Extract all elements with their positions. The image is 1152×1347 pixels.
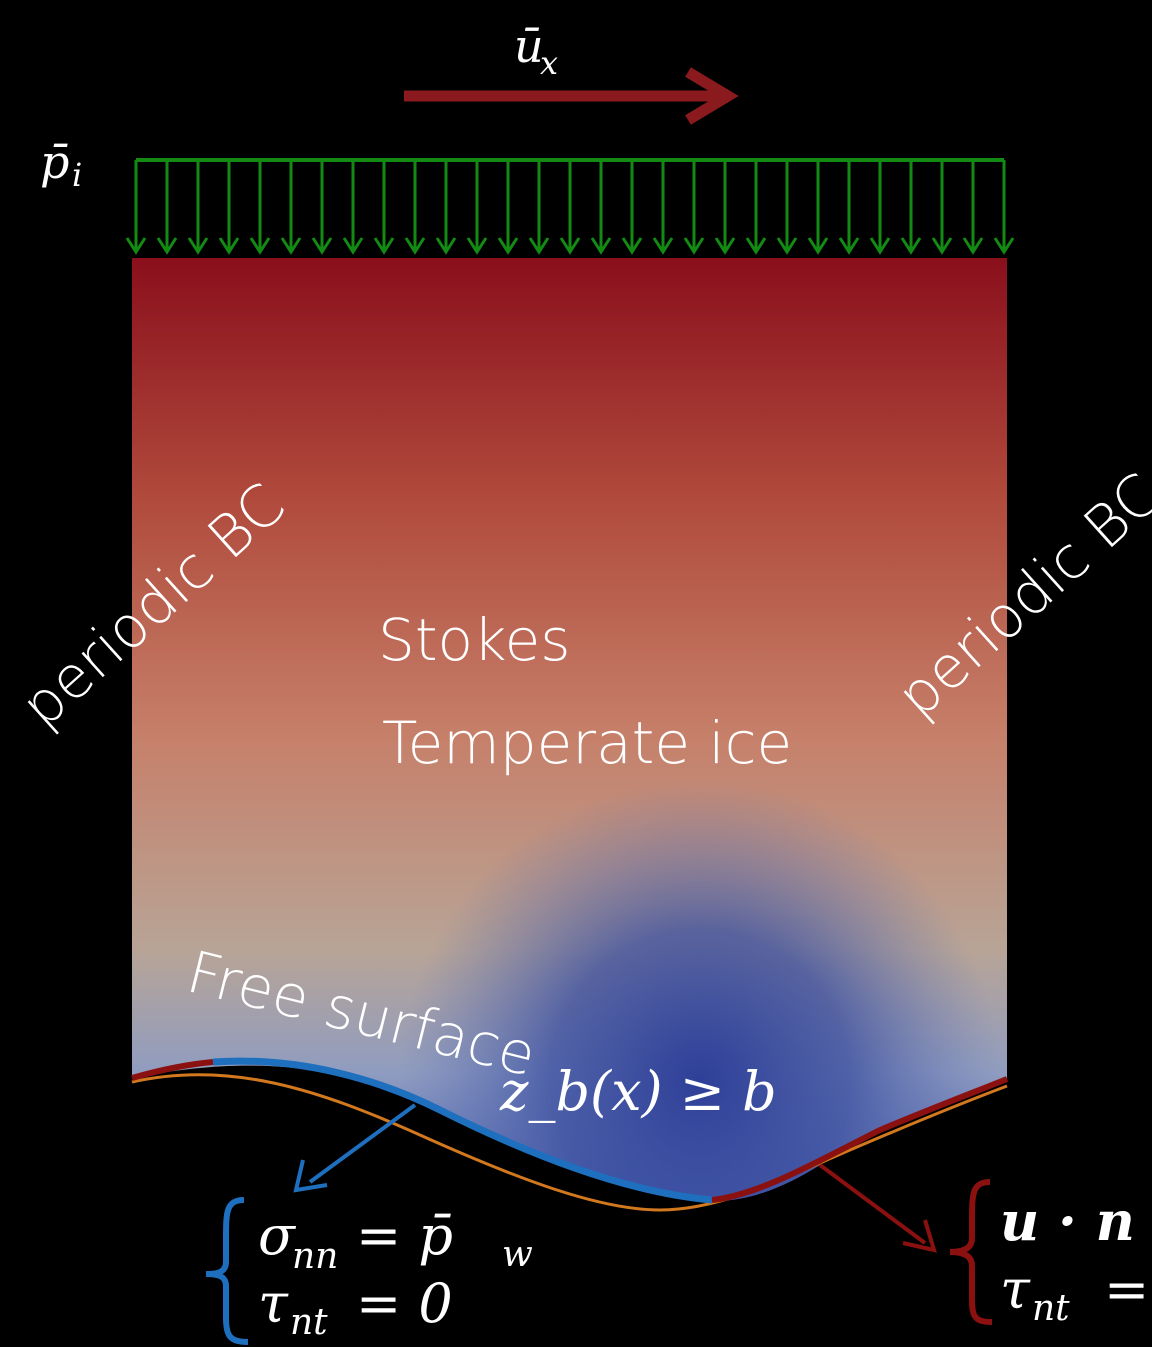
pressure-arrow (776, 160, 798, 255)
free-surface-line (212, 1057, 713, 1204)
pressure-arrow (528, 160, 550, 255)
tau-nt: τ (258, 1272, 289, 1335)
pw-sub: w (502, 1234, 533, 1275)
pressure-arrow (280, 160, 302, 255)
pressure-arrow (590, 160, 612, 255)
pressure-arrow (466, 160, 488, 255)
pressure-arrow (714, 160, 736, 255)
tau-nt-right-sub: nt (1032, 1288, 1070, 1329)
contact-line-right (711, 1076, 1009, 1203)
pressure-arrow (900, 160, 922, 255)
velocity-label: ū x (514, 19, 558, 82)
pressure-arrow (807, 160, 829, 255)
pressure-arrow (838, 160, 860, 255)
pressure-label: p̄ i (40, 135, 82, 194)
bc-block-left: σ nn = p̄ w τ nt = 0 (205, 1197, 533, 1345)
stokes-label: Stokes (378, 606, 570, 674)
pressure-arrow (311, 160, 333, 255)
sigma-nn-sub: nn (292, 1236, 338, 1277)
pressure-arrow (125, 160, 147, 255)
pressure-arrows (125, 158, 1015, 255)
ice-domain (132, 258, 1007, 1201)
ux-symbol: ū (514, 19, 544, 73)
pressure-arrow (497, 160, 519, 255)
pressure-arrow (156, 160, 178, 255)
brace-left (205, 1197, 249, 1345)
tau-nt-sub: nt (290, 1302, 328, 1343)
tau-nt-right: τ (1000, 1258, 1031, 1321)
u-dot-n: u · n (1000, 1189, 1135, 1253)
pressure-arrow (745, 160, 767, 255)
free-surface-math: z_b(x) ≥ b (499, 1060, 777, 1123)
velocity-arrow (404, 67, 739, 125)
pressure-arrow (869, 160, 891, 255)
ux-subscript: x (540, 44, 558, 82)
pressure-arrow (435, 160, 457, 255)
pressure-arrow (993, 160, 1015, 255)
tau-rhs: = 0 (356, 1272, 453, 1335)
pressure-arrow (342, 160, 364, 255)
pressure-arrow (962, 160, 984, 255)
pw-rhs: = p̄ (356, 1204, 453, 1267)
pressure-arrow (559, 160, 581, 255)
pressure-arrow (404, 160, 426, 255)
pressure-arrow (931, 160, 953, 255)
pressure-arrow (187, 160, 209, 255)
pressure-arrow (249, 160, 271, 255)
pi-symbol: p̄ (40, 135, 69, 189)
brace-right (949, 1179, 993, 1325)
callout-arrow-blue (293, 1103, 417, 1193)
bedrock-line (131, 1073, 1008, 1212)
pressure-arrow (683, 160, 705, 255)
pressure-arrow (652, 160, 674, 255)
contact-line-left (131, 1059, 214, 1081)
pi-subscript: i (72, 156, 82, 194)
pressure-arrow (621, 160, 643, 255)
callout-arrow-red (818, 1163, 937, 1253)
sigma-nn: σ (258, 1204, 297, 1267)
pressure-arrow (373, 160, 395, 255)
tau-right-rhs: = (1104, 1258, 1149, 1321)
bc-block-right: u · n τ nt = (949, 1179, 1149, 1329)
temperate-ice-label: Temperate ice (382, 709, 792, 777)
pressure-arrow (218, 160, 240, 255)
